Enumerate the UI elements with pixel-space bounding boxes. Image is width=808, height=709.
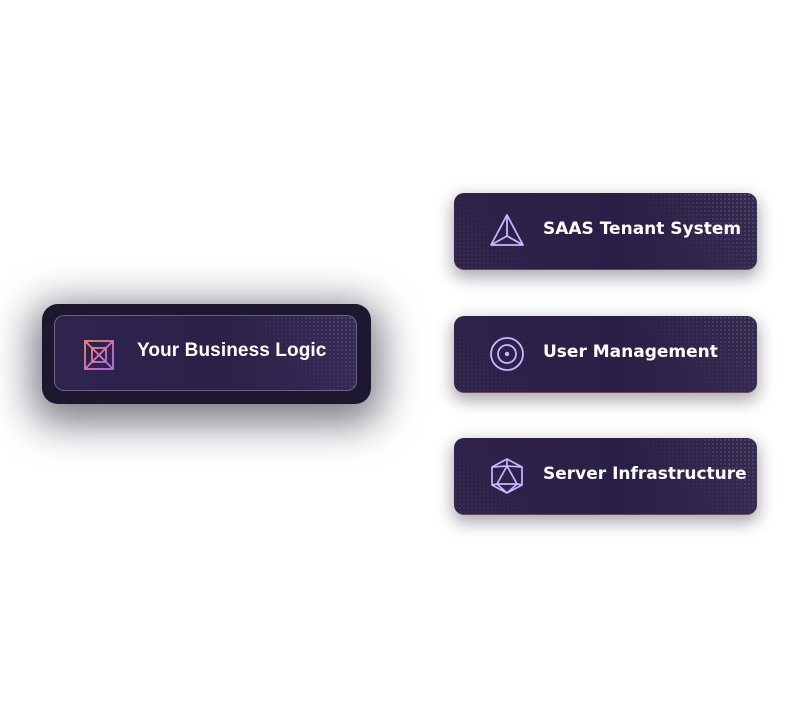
grid-burst-icon: [84, 340, 114, 370]
user-management-card: User Management: [454, 316, 757, 393]
server-infrastructure-label: Server Infrastructure: [543, 464, 747, 484]
business-logic-label: Your Business Logic: [137, 340, 327, 361]
business-logic-card: Your Business Logic: [42, 304, 371, 404]
pyramid-icon: [490, 214, 524, 246]
server-infrastructure-card: Server Infrastructure: [454, 438, 757, 515]
polyhedron-icon: [491, 458, 523, 494]
saas-tenant-card: SAAS Tenant System: [454, 193, 757, 270]
target-circle-icon: [490, 337, 524, 371]
saas-tenant-label: SAAS Tenant System: [543, 219, 742, 239]
user-management-label: User Management: [543, 342, 718, 362]
business-logic-inner: Your Business Logic: [54, 315, 357, 391]
